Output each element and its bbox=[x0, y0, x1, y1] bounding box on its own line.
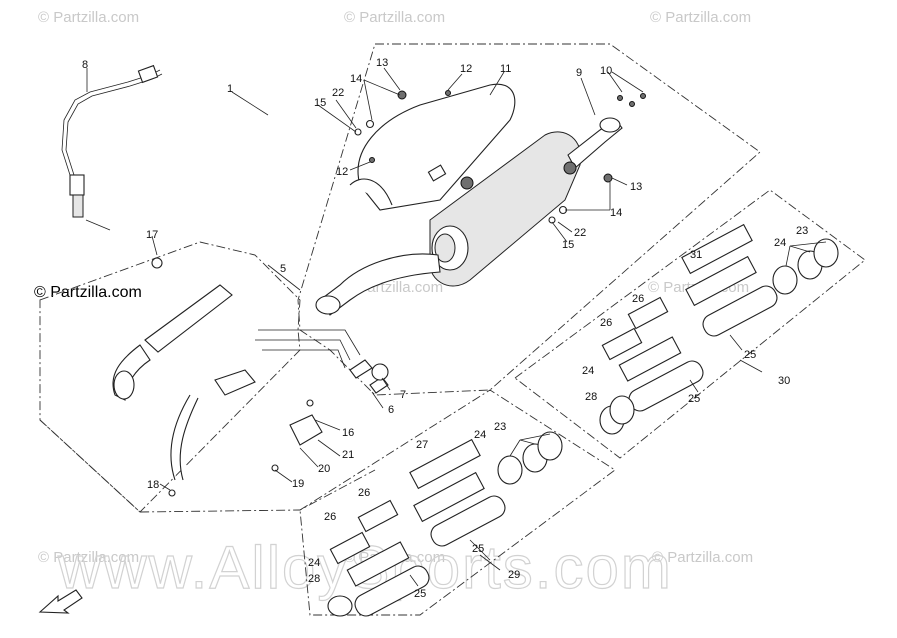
callout-25-right-kit-b: 25 bbox=[688, 393, 700, 405]
watermark-top-left: © Partzilla.com bbox=[38, 9, 139, 26]
callout-24-left-kit-top: 24 bbox=[474, 429, 486, 441]
callout-24-right-kit-top: 24 bbox=[774, 237, 786, 249]
callout-6: 6 bbox=[388, 404, 394, 416]
callout-7: 7 bbox=[400, 389, 406, 401]
callout-11: 11 bbox=[500, 63, 511, 75]
callout-25-left-kit-b: 25 bbox=[414, 588, 426, 600]
callout-27: 27 bbox=[416, 439, 428, 451]
callout-15-top: 15 bbox=[314, 97, 326, 109]
leader-lines bbox=[86, 67, 827, 587]
callout-22-top: 22 bbox=[332, 87, 344, 99]
watermark-partzilla-bold: © Partzilla.com bbox=[34, 284, 142, 301]
callout-15-right: 15 bbox=[562, 239, 574, 251]
callout-18: 18 bbox=[147, 479, 159, 491]
callout-28-left-kit: 28 bbox=[308, 573, 320, 585]
callout-26-right-kit-a: 26 bbox=[632, 293, 644, 305]
callout-24-left-kit-side: 24 bbox=[308, 557, 320, 569]
callout-17: 17 bbox=[146, 229, 158, 241]
head-pipe-assembly bbox=[112, 284, 389, 481]
muffler-assembly bbox=[315, 83, 623, 316]
callout-26-left-kit-b: 26 bbox=[324, 511, 336, 523]
callout-19: 19 bbox=[292, 478, 304, 490]
callout-10: 10 bbox=[600, 65, 612, 77]
callout-30: 30 bbox=[778, 375, 790, 387]
repack-kit-30-contents bbox=[599, 223, 839, 435]
callout-24-right-kit-side: 24 bbox=[582, 365, 594, 377]
callout-25-left-kit-a: 25 bbox=[472, 543, 484, 555]
callout-13-right: 13 bbox=[630, 181, 642, 193]
callout-31: 31 bbox=[690, 249, 702, 261]
kit-boundary-29 bbox=[299, 389, 616, 616]
watermark-top-right: © Partzilla.com bbox=[650, 9, 751, 26]
callout-23-left-kit: 23 bbox=[494, 421, 506, 433]
callout-21: 21 bbox=[342, 449, 354, 461]
callout-8: 8 bbox=[82, 59, 88, 71]
callout-9: 9 bbox=[576, 67, 582, 79]
callout-25-right-kit-a: 25 bbox=[744, 349, 756, 361]
callout-28-right-kit: 28 bbox=[585, 391, 597, 403]
callout-23-right-kit: 23 bbox=[796, 225, 808, 237]
callout-14-right: 14 bbox=[610, 207, 622, 219]
assembly-boundary-1 bbox=[297, 43, 761, 396]
watermark-bottom-right: © Partzilla.com bbox=[652, 549, 753, 566]
callout-13-top: 13 bbox=[376, 57, 388, 69]
callout-14-top: 14 bbox=[350, 73, 362, 85]
callout-26-left-kit-a: 26 bbox=[358, 487, 370, 499]
callout-20: 20 bbox=[318, 463, 330, 475]
callout-16: 16 bbox=[342, 427, 354, 439]
callout-26-right-kit-b: 26 bbox=[600, 317, 612, 329]
callout-1: 1 bbox=[227, 83, 233, 95]
watermark-top-center: © Partzilla.com bbox=[344, 9, 445, 26]
callout-5: 5 bbox=[280, 263, 286, 275]
callout-12-left: 12 bbox=[336, 166, 348, 178]
front-direction-arrow-icon bbox=[38, 589, 83, 614]
callout-12-top: 12 bbox=[460, 63, 472, 75]
repack-kit-29-contents bbox=[327, 431, 563, 617]
callout-29: 29 bbox=[508, 569, 520, 581]
assembly-boundary-5 bbox=[39, 241, 301, 513]
callout-22-right: 22 bbox=[574, 227, 586, 239]
callout-labels: 1 5 6 7 8 9 10 11 12 12 13 13 14 14 15 1… bbox=[82, 57, 808, 600]
watermark-bottom-left: © Partzilla.com bbox=[38, 549, 139, 566]
kit-boundary-30 bbox=[514, 189, 866, 459]
oxygen-sensor-part-8 bbox=[61, 64, 163, 231]
